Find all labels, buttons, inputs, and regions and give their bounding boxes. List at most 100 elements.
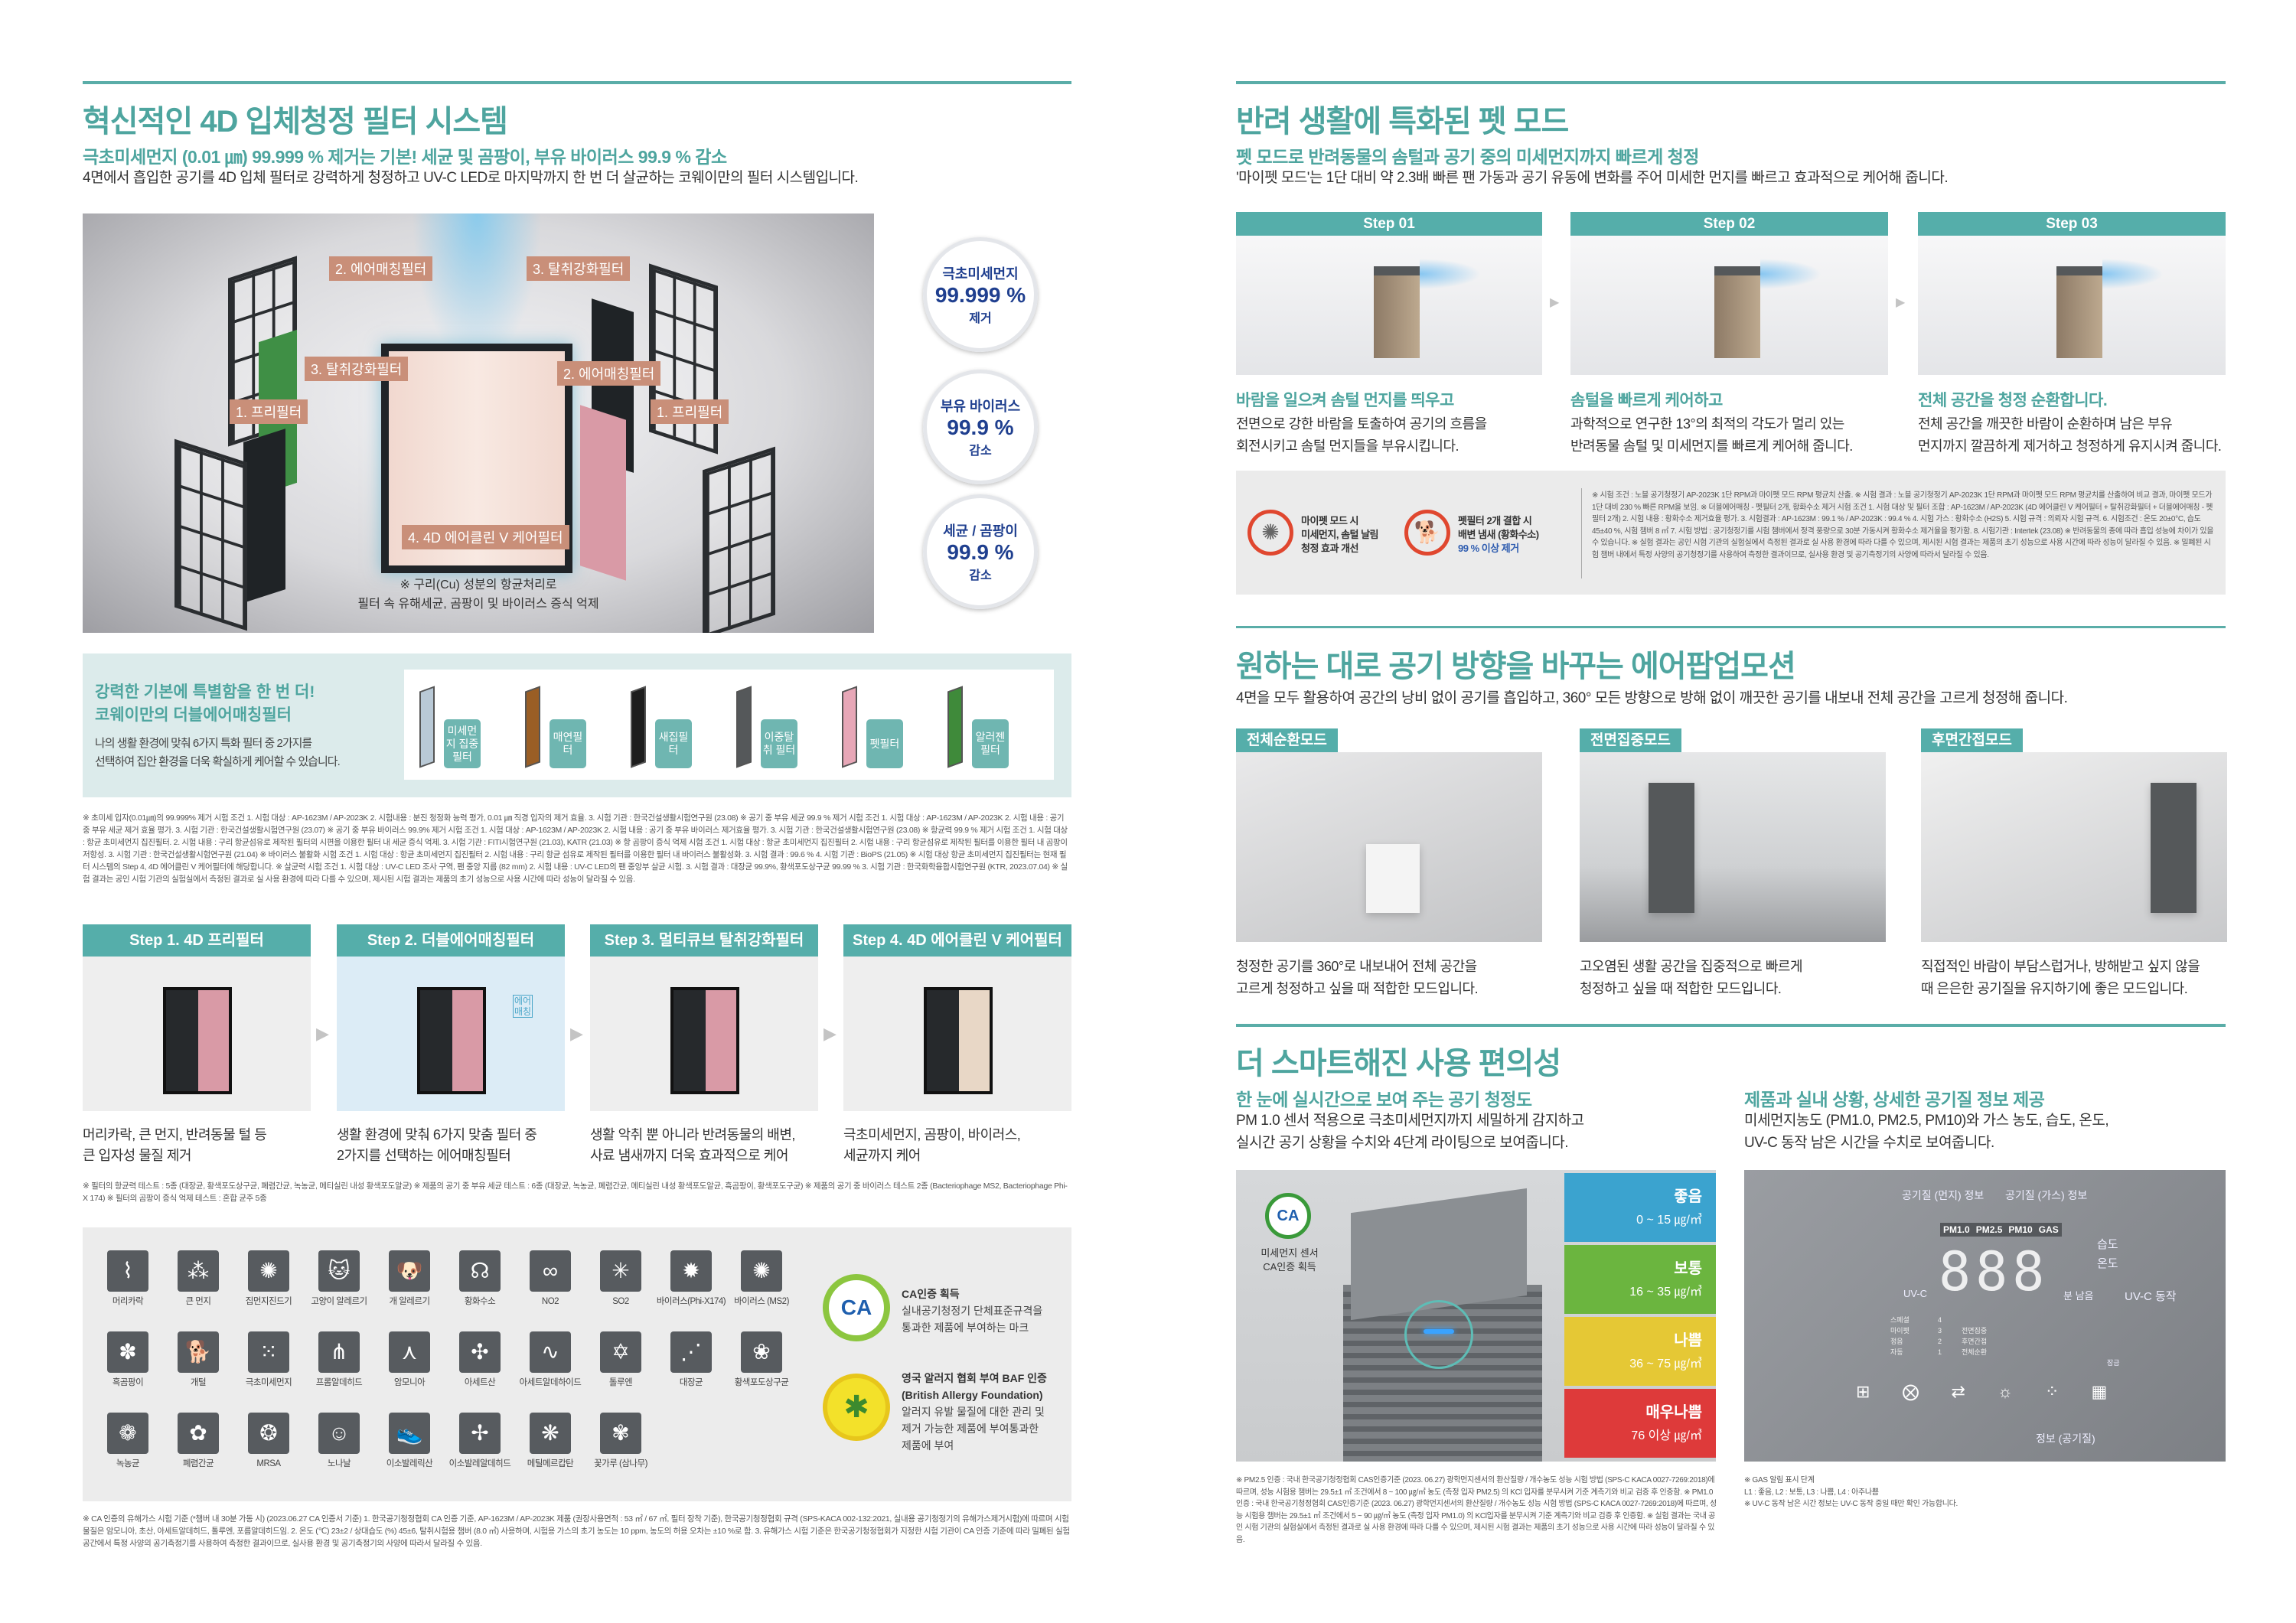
display-temperature-label: 온도 bbox=[2097, 1257, 2118, 1270]
chevron-right-icon: ▶ bbox=[316, 1024, 329, 1043]
removal-target-icon: ☺ bbox=[318, 1413, 360, 1454]
cert-desc: 제품에 부여 bbox=[902, 1439, 954, 1452]
removal-target-label: 바이러스 (MS2) bbox=[734, 1297, 789, 1306]
badge-value: 99.9 % bbox=[947, 540, 1014, 564]
removal-target-label: MRSA bbox=[256, 1459, 281, 1468]
purifier-in-room bbox=[2151, 783, 2197, 913]
seven-segment-digits: 888 bbox=[1939, 1240, 2050, 1303]
pet-mode-desc: '마이펫 모드'는 1단 대비 약 2.3배 빠른 팬 가동과 공기 유동에 변… bbox=[1236, 170, 1949, 186]
chevron-right-icon: ▶ bbox=[1896, 296, 1906, 309]
level-name: 좋음 bbox=[1674, 1188, 1702, 1205]
hero-tag: 1. 프리필터 bbox=[651, 399, 729, 424]
mode-icon[interactable]: ⊞ bbox=[1856, 1382, 1870, 1401]
removal-target-label: 고양이 알레르기 bbox=[311, 1297, 367, 1306]
air-mode-desc-line: 직접적인 바람이 부담스럽거나, 방해받고 싶지 않을 bbox=[1921, 959, 2200, 974]
removal-target-icon: ✺ bbox=[741, 1250, 782, 1292]
airflow-illustration bbox=[1420, 259, 1481, 289]
filter-cube bbox=[163, 987, 232, 1094]
display-info-label: 정보 (공기질) bbox=[2036, 1432, 2095, 1445]
hero-tag: 2. 에어매칭필터 bbox=[557, 361, 661, 386]
removal-target-label: 암모니아 bbox=[393, 1378, 426, 1387]
display-uvc-label: UV-C bbox=[1903, 1288, 1928, 1299]
air-mode-desc-line: 고르게 청정하고 싶을 때 적합한 모드입니다. bbox=[1236, 981, 1479, 996]
filter-system-hero-image bbox=[83, 213, 874, 633]
removal-target-icon: ⁙ bbox=[248, 1331, 289, 1373]
air-quality-level: 좋음 0 ~ 15 ㎍/㎥ bbox=[1564, 1173, 1716, 1242]
section-subtitle: 극초미세먼지 (0.01 ㎛) 99.999 % 제거는 기본! 세균 및 곰팡… bbox=[83, 147, 727, 167]
stamp: 에어매칭 bbox=[513, 995, 533, 1018]
footnote-line: ※ UV-C 동작 남은 시간 정보는 UV-C 동작 중일 때만 확인 가능합… bbox=[1744, 1500, 1958, 1508]
display-humidity-label: 습도 bbox=[2097, 1238, 2118, 1251]
sensor-badge-line: 미세먼지 센서 bbox=[1261, 1247, 1319, 1259]
footnote-line: L1 : 좋음, L2 : 보통, L3 : 나쁨, L4 : 아주나쁨 bbox=[1744, 1488, 1879, 1497]
airmatching-filter-panel bbox=[580, 405, 626, 581]
removal-target-icon: 🐶 bbox=[389, 1250, 430, 1292]
mode-label: 스페셜 bbox=[1890, 1316, 1910, 1324]
step-header: Step 4. 4D 에어클린 V 케어필터 bbox=[843, 924, 1071, 957]
hero-caption: ※ 구리(Cu) 성분의 항균처리로 필터 속 유해세균, 곰팡이 및 바이러스… bbox=[325, 575, 631, 614]
pet-note: 펫필터 2개 결합 시 배변 냄새 (황화수소) 99 % 이상 제거 bbox=[1458, 514, 1539, 556]
removal-target-label: 황색포도상구균 bbox=[734, 1378, 789, 1387]
airpop-desc: 4면을 모두 활용하여 공간의 낭비 없이 공기를 흡입하고, 360° 모든 … bbox=[1236, 690, 2068, 706]
display-dust-info-label: 공기질 (먼지) 정보 bbox=[1902, 1189, 1985, 1201]
deodorizing-filter-panel bbox=[243, 429, 285, 603]
level-name: 매우나쁨 bbox=[1645, 1404, 1702, 1421]
removal-target-icon: 👟 bbox=[389, 1413, 430, 1454]
indicator-light bbox=[1424, 1329, 1454, 1334]
removal-target-icon: ✳ bbox=[600, 1250, 641, 1292]
removal-target-label: 황화수소 bbox=[464, 1297, 496, 1306]
level-range: 0 ~ 15 ㎍/㎥ bbox=[1636, 1214, 1702, 1227]
removal-target-icon: ⁂ bbox=[178, 1250, 219, 1292]
purifier-in-room bbox=[1649, 783, 1694, 913]
display-button-row: ⊞ ⨂ ⇄ ☼ ⁘ ▦ bbox=[1856, 1382, 2107, 1402]
desc-line: UV-C 동작 남은 시간을 수치로 보여줍니다. bbox=[1744, 1135, 1994, 1151]
cert-desc: 통과한 제품에 부여하는 마크 bbox=[902, 1322, 1029, 1334]
hero-tag: 1. 프리필터 bbox=[230, 399, 308, 424]
removal-target-icon: ⋰ bbox=[670, 1331, 712, 1373]
prefilter-panel bbox=[703, 446, 775, 633]
double-filter-desc-line: 나의 생활 환경에 맞춰 6가지 특화 필터 중 2가지를 bbox=[95, 737, 312, 750]
page-title: 혁신적인 4D 입체청정 필터 시스템 bbox=[83, 105, 508, 139]
removal-target-icon: ☊ bbox=[459, 1250, 501, 1292]
double-filter-title-line: 강력한 기본에 특별함을 한 번 더! bbox=[95, 683, 315, 701]
info-icon[interactable]: ⁘ bbox=[2045, 1382, 2060, 1401]
level-name: 보통 bbox=[1674, 1260, 1702, 1277]
divider bbox=[1581, 488, 1582, 578]
filter-sample bbox=[842, 686, 857, 768]
filter-options-panel bbox=[404, 670, 1054, 780]
section-desc: 4면에서 흡입한 공기를 4D 입체 필터로 강력하게 청정하고 UV-C LE… bbox=[83, 170, 859, 186]
footnote: ※ 필터의 항균력 테스트 : 5종 (대장균, 황색포도상구균, 폐렴간균, … bbox=[83, 1181, 1068, 1203]
removal-target-icon: ⋔ bbox=[318, 1331, 360, 1373]
filter-sample bbox=[631, 686, 646, 768]
air-mode-label: 전체순환모드 bbox=[1236, 728, 1338, 752]
pet-step-desc-line: 먼지까지 깔끔하게 제거하고 청정하게 유지시켜 줍니다. bbox=[1918, 438, 2222, 454]
pet-step-desc-line: 전면으로 강한 바람을 토출하여 공기의 흐름을 bbox=[1236, 416, 1487, 432]
filter-sample bbox=[419, 686, 435, 768]
filter-option-label: 미세먼지 집중필터 bbox=[444, 719, 481, 768]
step-desc-line: 머리카락, 큰 먼지, 반려동물 털 등 bbox=[83, 1127, 267, 1142]
pet-note-line: 미세먼지, 솜털 날림 bbox=[1301, 529, 1379, 540]
lock-icon[interactable]: ▦ bbox=[2091, 1382, 2108, 1401]
step-filter-image bbox=[843, 957, 1071, 1111]
control-display-image bbox=[1744, 1170, 2226, 1462]
footnote: ※ 초미세 입자(0.01㎛)의 99.999% 제거 시험 조건 1. 시험 … bbox=[83, 813, 1068, 884]
sensor-badge-line: CA인증 획득 bbox=[1263, 1261, 1316, 1273]
smart-subtitle-left: 한 눈에 실시간으로 보여 주는 공기 청정도 bbox=[1236, 1090, 1532, 1110]
fan-icon[interactable]: ⨂ bbox=[1902, 1382, 1919, 1401]
light-icon[interactable]: ☼ bbox=[1997, 1382, 2014, 1401]
double-filter-desc-line: 선택하여 집안 환경을 더욱 확실하게 케어할 수 있습니다. bbox=[95, 755, 341, 768]
hero-tag: 2. 에어매칭필터 bbox=[329, 256, 433, 281]
pm-label: PM1.0 bbox=[1943, 1224, 1970, 1235]
removal-target-icon: ❁ bbox=[107, 1413, 148, 1454]
no-pet-odor-icon: 🐕 bbox=[1404, 510, 1450, 556]
mode-label: 정음 bbox=[1890, 1338, 1903, 1345]
removal-target-icon: ✿ bbox=[178, 1413, 219, 1454]
direction-icon[interactable]: ⇄ bbox=[1951, 1382, 1965, 1401]
airpop-title: 원하는 대로 공기 방향을 바꾸는 에어팝업모션 bbox=[1236, 650, 1796, 683]
hero-tag: 3. 탈취강화필터 bbox=[527, 256, 631, 281]
removal-target-icon: ✹ bbox=[670, 1250, 712, 1292]
airflow-illustration bbox=[1760, 259, 1821, 289]
cert-title: CA인증 획득 bbox=[902, 1288, 960, 1300]
